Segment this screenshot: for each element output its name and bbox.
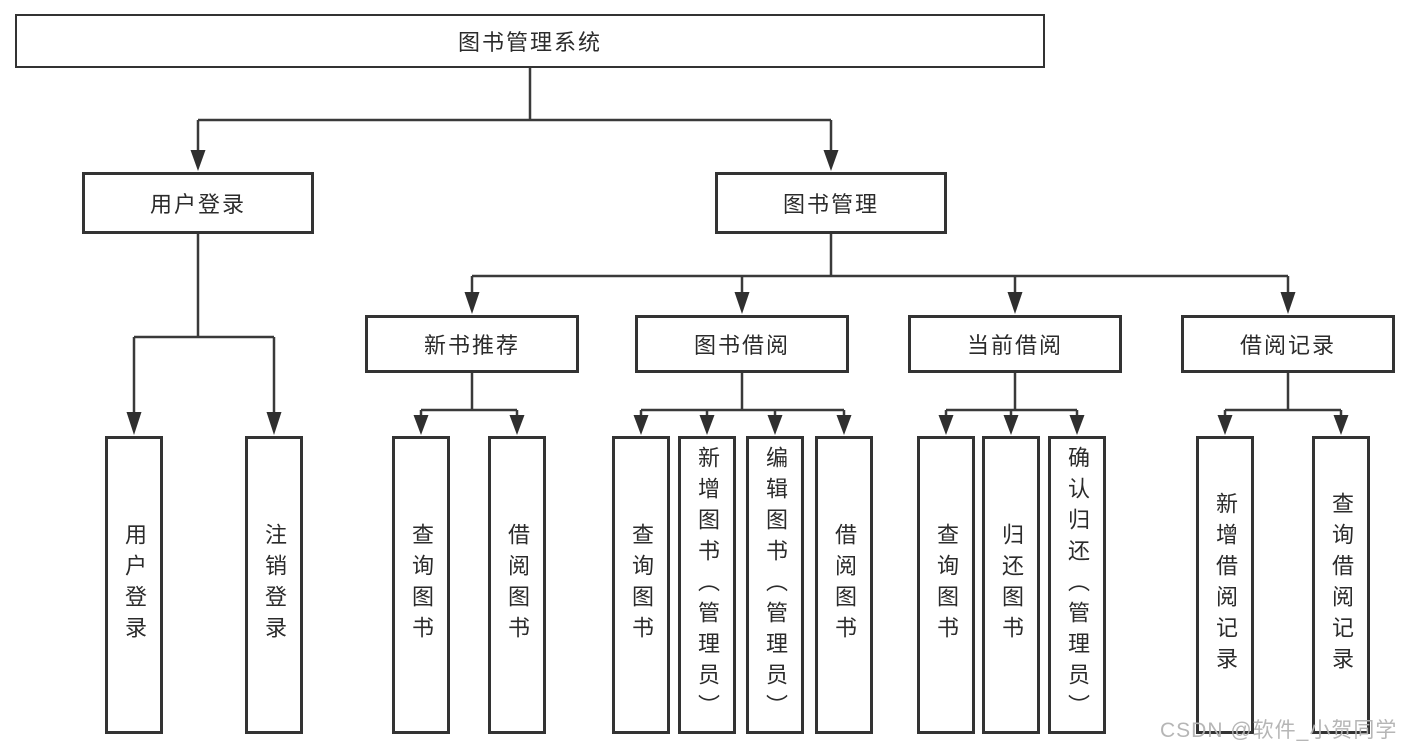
leaf-query-books-current: 查询图书 xyxy=(917,436,975,734)
leaf-logout: 注销登录 xyxy=(245,436,303,734)
leaf-return-book-label: 归还图书 xyxy=(999,523,1024,647)
leaf-query-borrow-record-label: 查询借阅记录 xyxy=(1329,492,1354,678)
leaf-edit-book-admin: 编辑图书（管理员） xyxy=(746,436,804,734)
node-current-borrow-label: 当前借阅 xyxy=(966,333,1063,358)
leaf-query-books-recommend: 查询图书 xyxy=(392,436,450,734)
node-user-login: 用户登录 xyxy=(82,172,314,234)
leaf-return-book: 归还图书 xyxy=(982,436,1040,734)
node-book-management-label: 图书管理 xyxy=(782,192,879,217)
node-user-login-label: 用户登录 xyxy=(149,192,246,217)
leaf-query-books-borrow: 查询图书 xyxy=(612,436,670,734)
leaf-add-borrow-record-label: 新增借阅记录 xyxy=(1213,492,1238,678)
node-root: 图书管理系统 xyxy=(15,14,1045,68)
leaf-query-books-borrow-label: 查询图书 xyxy=(629,523,654,647)
leaf-query-borrow-record: 查询借阅记录 xyxy=(1312,436,1370,734)
leaf-add-borrow-record: 新增借阅记录 xyxy=(1196,436,1254,734)
leaf-edit-book-admin-label: 编辑图书（管理员） xyxy=(763,445,788,725)
leaf-borrow-books-recommend: 借阅图书 xyxy=(488,436,546,734)
node-current-borrow: 当前借阅 xyxy=(908,315,1122,373)
leaf-user-login-label: 用户登录 xyxy=(122,523,147,647)
leaf-add-book-admin-label: 新增图书（管理员） xyxy=(695,445,720,725)
leaf-confirm-return-admin-label: 确认归还（管理员） xyxy=(1065,445,1090,725)
node-book-borrow: 图书借阅 xyxy=(635,315,849,373)
leaf-add-book-admin: 新增图书（管理员） xyxy=(678,436,736,734)
node-root-label: 图书管理系统 xyxy=(457,30,602,55)
node-borrow-records: 借阅记录 xyxy=(1181,315,1395,373)
leaf-query-books-recommend-label: 查询图书 xyxy=(409,523,434,647)
leaf-confirm-return-admin: 确认归还（管理员） xyxy=(1048,436,1106,734)
node-book-borrow-label: 图书借阅 xyxy=(693,333,790,358)
leaf-borrow-books-recommend-label: 借阅图书 xyxy=(505,523,530,647)
node-borrow-records-label: 借阅记录 xyxy=(1239,333,1336,358)
leaf-user-login: 用户登录 xyxy=(105,436,163,734)
node-new-book-recommend: 新书推荐 xyxy=(365,315,579,373)
node-book-management: 图书管理 xyxy=(715,172,947,234)
leaf-borrow-books: 借阅图书 xyxy=(815,436,873,734)
node-new-book-recommend-label: 新书推荐 xyxy=(423,333,520,358)
leaf-logout-label: 注销登录 xyxy=(262,523,287,647)
leaf-borrow-books-label: 借阅图书 xyxy=(832,523,857,647)
csdn-watermark: CSDN @软件_小贺同学 xyxy=(1160,719,1398,742)
leaf-query-books-current-label: 查询图书 xyxy=(934,523,959,647)
